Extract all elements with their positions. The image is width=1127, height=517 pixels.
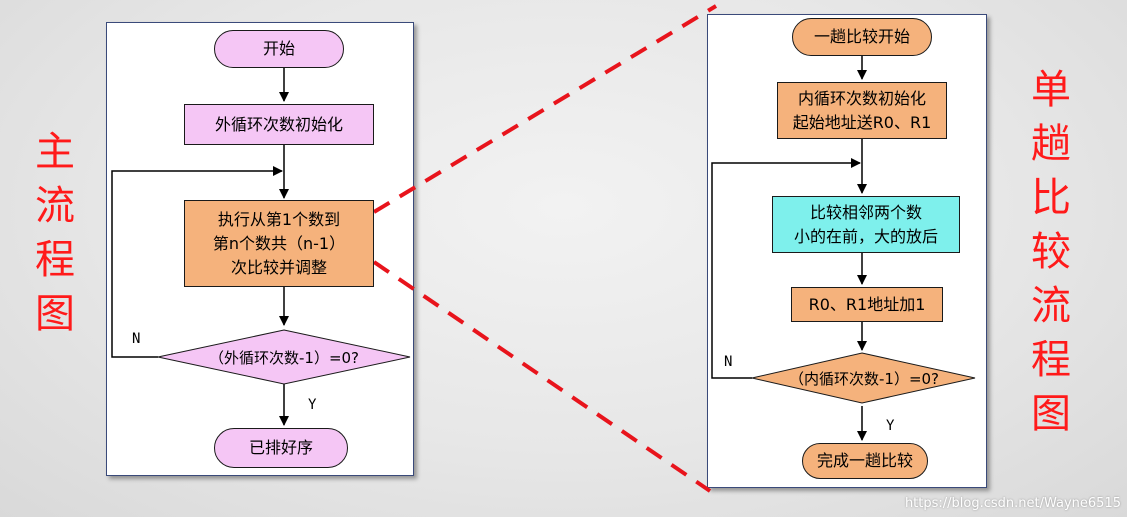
sp-increment-node: R0、R1地址加1 <box>791 287 943 322</box>
main-decision-label: （外循环次数-1）=0? <box>208 348 360 367</box>
main-process-node: 执行从第1个数到 第n个数共（n-1） 次比较并调整 <box>184 200 374 287</box>
main-init-label: 外循环次数初始化 <box>214 114 343 134</box>
sp-compare-node: 比较相邻两个数 小的在前，大的放后 <box>772 196 960 253</box>
main-title-char: 程 <box>35 237 75 283</box>
zoom-line-top <box>372 4 718 214</box>
sp-yes-label: Y <box>886 418 895 434</box>
main-init-node: 外循环次数初始化 <box>184 104 374 145</box>
main-process-line: 第n个数共（n-1） <box>212 233 346 253</box>
watermark: https://blog.csdn.net/Wayne6515 <box>904 496 1121 511</box>
single-title-char: 程 <box>1031 337 1071 383</box>
single-title-char: 较 <box>1031 229 1071 275</box>
main-end-node: 已排好序 <box>214 428 348 468</box>
main-flow-title: 主 流 程 图 <box>30 125 80 341</box>
sp-init-line: 起始地址送R0、R1 <box>792 112 932 132</box>
sp-no-label: N <box>724 354 733 370</box>
loop-back-main <box>111 166 283 358</box>
loop-back-single <box>711 158 861 379</box>
main-yes-label: Y <box>308 397 317 413</box>
main-decision-diamond <box>157 329 411 385</box>
single-decision-diamond <box>751 352 976 404</box>
sp-init-node: 内循环次数初始化 起始地址送R0、R1 <box>777 82 947 139</box>
single-title-char: 流 <box>1031 283 1071 329</box>
main-end-label: 已排好序 <box>248 438 313 457</box>
main-title-char: 流 <box>35 183 75 229</box>
main-title-char: 图 <box>35 291 75 337</box>
main-start-node: 开始 <box>214 30 344 68</box>
sp-compare-line: 比较相邻两个数 <box>809 202 922 222</box>
main-process-line: 执行从第1个数到 <box>217 209 341 229</box>
single-title-char: 比 <box>1031 175 1071 221</box>
single-title-char: 图 <box>1031 391 1071 437</box>
sp-increment-label: R0、R1地址加1 <box>808 294 926 314</box>
sp-compare-line: 小的在前，大的放后 <box>793 226 938 246</box>
main-no-label: N <box>132 331 141 347</box>
sp-init-line: 内循环次数初始化 <box>797 88 926 108</box>
sp-decision-label: （内循环次数-1）=0? <box>788 369 940 388</box>
sp-start-node: 一趟比较开始 <box>792 18 932 56</box>
main-process-line: 次比较并调整 <box>230 257 327 277</box>
zoom-line-bottom <box>372 260 712 493</box>
sp-end-label: 完成一趟比较 <box>816 451 913 470</box>
sp-end-node: 完成一趟比较 <box>802 443 928 479</box>
single-title-char: 趟 <box>1031 121 1071 167</box>
main-start-label: 开始 <box>262 39 295 58</box>
main-title-char: 主 <box>35 129 75 175</box>
single-title-char: 单 <box>1031 67 1071 113</box>
single-pass-flow-title: 单 趟 比 较 流 程 图 <box>1026 63 1076 441</box>
sp-start-label: 一趟比较开始 <box>813 27 910 46</box>
